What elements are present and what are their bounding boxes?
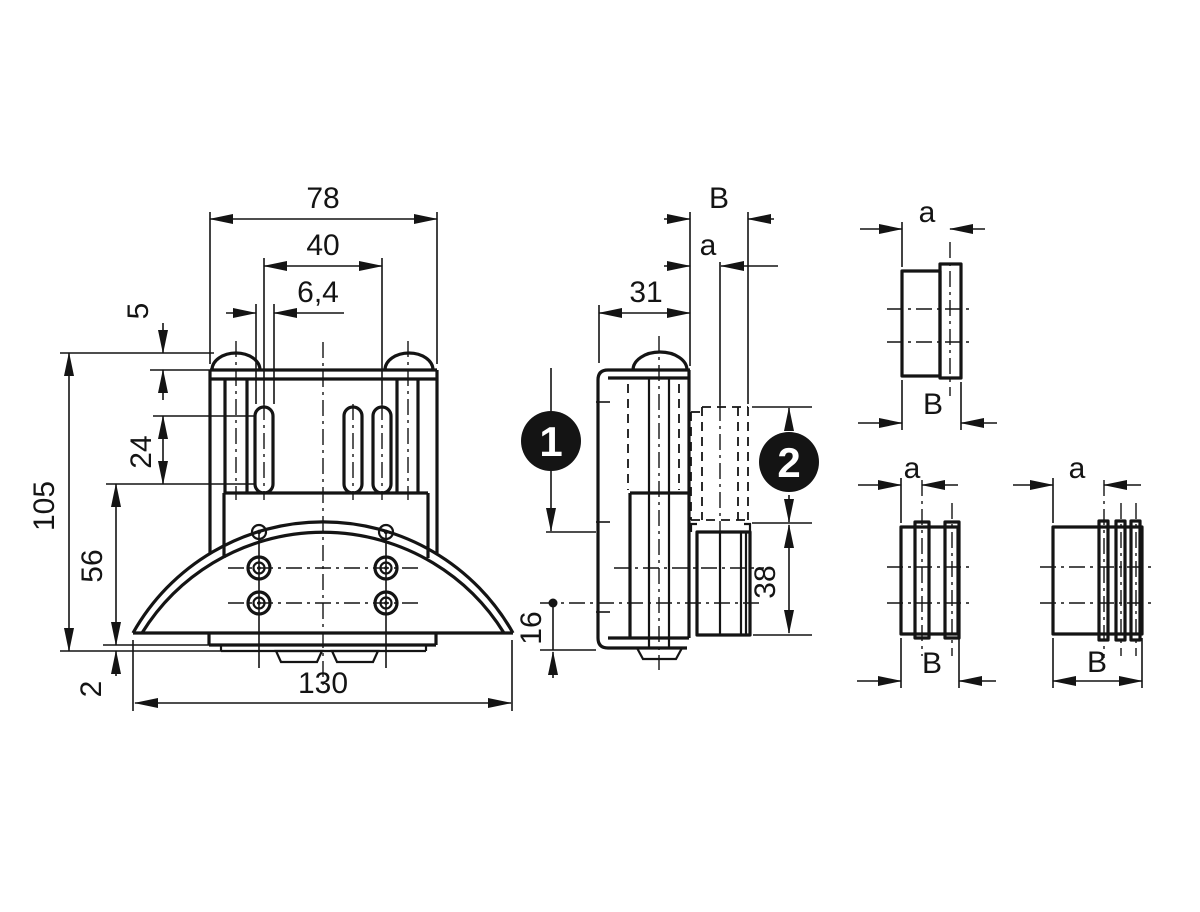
side-view: B a 31 1 2 38 — [515, 182, 819, 678]
dim-wall-offset: a — [700, 229, 717, 262]
side-barrel — [540, 522, 764, 637]
screw-cap-right — [383, 351, 435, 371]
dim-cap-height: 5 — [122, 303, 155, 320]
slot — [253, 405, 275, 495]
detail-flat-dim-b: B — [923, 388, 943, 421]
front-dimensions: 78 40 6,4 5 24 105 — [28, 182, 513, 711]
detail-triple-rib-dim-a: a — [1069, 452, 1086, 485]
dim-total-height: 105 — [28, 481, 61, 531]
dim-pivot-offset: 16 — [515, 611, 548, 644]
balloon-2 — [759, 432, 819, 492]
dim-insert-length: 38 — [749, 565, 782, 598]
detail-view-triple-rib-profile: a B — [1013, 452, 1156, 688]
dim-base-width: 130 — [298, 667, 348, 700]
dim-base-height: 56 — [76, 549, 109, 582]
balloon-1 — [521, 411, 581, 471]
balloon-1-label: 1 — [539, 418, 562, 465]
dim-top-width: 78 — [306, 182, 339, 215]
dim-tube-width: B — [709, 182, 729, 215]
dim-slot-spacing: 40 — [306, 229, 339, 262]
side-hidden-insert — [690, 405, 749, 555]
mount-tab — [330, 649, 380, 664]
mount-tab-side — [635, 646, 684, 661]
dim-plate-thickness: 2 — [75, 681, 108, 698]
side-dimensions: B a 31 1 2 38 — [515, 182, 819, 678]
detail-double-rib-dim-b: B — [922, 647, 942, 680]
detail-flat-dim-a: a — [919, 196, 936, 229]
dim-slot-length: 24 — [125, 435, 158, 468]
slot — [371, 405, 393, 495]
side-profile — [596, 336, 691, 670]
detail-double-rib-dim-a: a — [904, 452, 921, 485]
detail-triple-rib-dim-b: B — [1087, 646, 1107, 679]
slot — [342, 405, 364, 495]
dim-depth: 31 — [629, 276, 662, 309]
mount-tab — [274, 649, 324, 664]
detail-view-flat-profile: a B — [858, 196, 997, 430]
screw-cap-side — [631, 350, 689, 371]
balloon-2-label: 2 — [777, 439, 800, 486]
front-centerlines — [228, 341, 418, 690]
dim-slot-width: 6,4 — [297, 276, 339, 309]
front-view: 78 40 6,4 5 24 105 — [28, 182, 515, 711]
detail-view-double-rib-profile: a B — [857, 452, 996, 688]
